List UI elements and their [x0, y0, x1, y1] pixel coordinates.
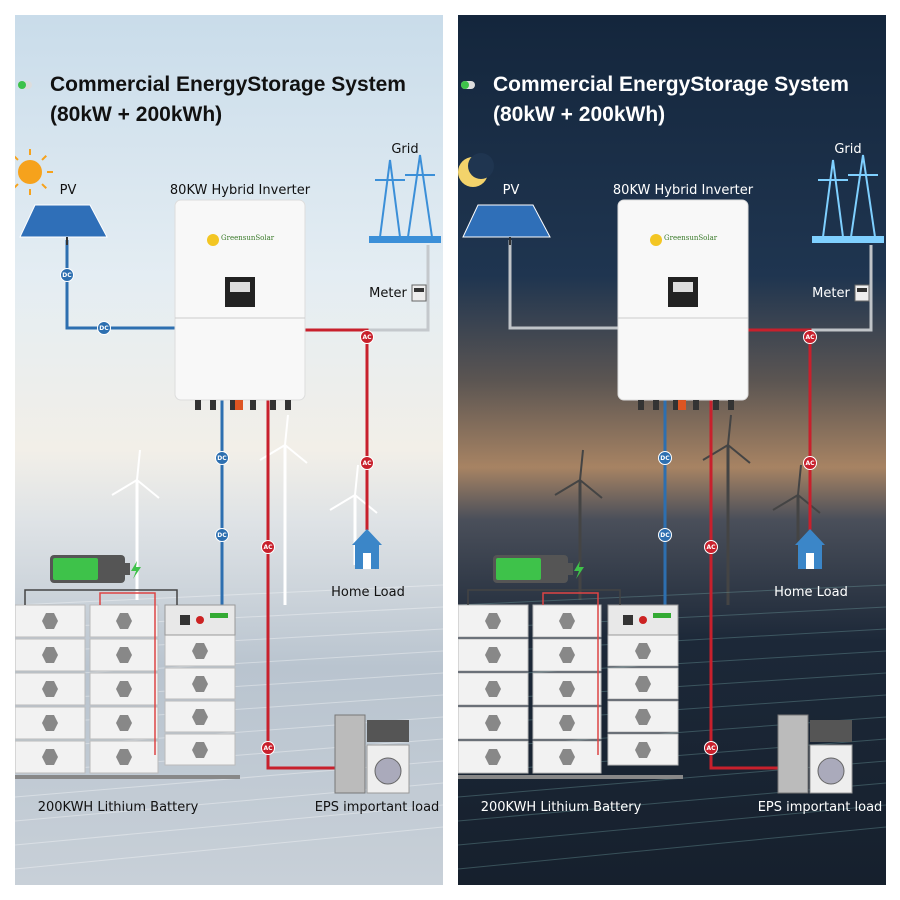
battery-module-icon — [485, 749, 501, 765]
battery-module-icon — [192, 709, 208, 725]
inverter-label: 80KW Hybrid Inverter — [169, 183, 311, 198]
solar-panel-icon — [19, 204, 108, 245]
battery-module-icon — [192, 742, 208, 758]
battery-module-icon — [192, 643, 208, 659]
dc-badge: DC — [658, 451, 672, 465]
home-icon — [352, 529, 382, 569]
battery-module-icon — [116, 681, 132, 697]
sun-icon — [15, 149, 53, 195]
home-ac-line — [748, 328, 812, 530]
dc-badge: DC — [60, 268, 74, 282]
ac-badge: AC — [803, 330, 817, 344]
battery-module-icon — [116, 647, 132, 663]
title-line-2: (80kW + 200kWh) — [50, 103, 223, 126]
grid-label: Grid — [391, 142, 419, 157]
inverter-label: 80KW Hybrid Inverter — [612, 183, 754, 198]
battery-module-icon — [116, 749, 132, 765]
battery-module-icon — [485, 647, 501, 663]
battery-module-icon — [635, 709, 651, 725]
battery-module-icon — [485, 681, 501, 697]
pv-dc-line — [65, 240, 175, 330]
battery-module-icon — [42, 613, 58, 629]
battery-module-icon — [42, 715, 58, 731]
battery-module-icon — [559, 647, 575, 663]
status-indicator-icon — [18, 81, 32, 89]
grid-tower-icon — [369, 154, 441, 243]
night-scene-panel: Commercial EnergyStorage System (80kW + … — [458, 15, 886, 885]
pv-label: PV — [502, 183, 520, 198]
pv-label: PV — [59, 183, 77, 198]
pv-dc-line — [508, 240, 618, 330]
home-load-label: Home Load — [331, 585, 405, 600]
battery-module-icon — [485, 613, 501, 629]
meter-label: Meter — [369, 286, 407, 301]
battery-charge-icon — [493, 555, 584, 583]
home-ac-line — [305, 328, 369, 530]
solar-panel-icon — [462, 204, 551, 245]
title-line-1: Commercial EnergyStorage System — [493, 73, 849, 96]
battery-module-icon — [42, 749, 58, 765]
battery-module-icon — [116, 613, 132, 629]
hybrid-inverter — [617, 199, 749, 410]
home-load-label: Home Load — [774, 585, 848, 600]
battery-rack — [15, 589, 240, 779]
battery-module-icon — [559, 681, 575, 697]
eps-ac-line — [266, 400, 335, 770]
battery-module-icon — [559, 613, 575, 629]
wind-turbine-icon — [111, 449, 160, 600]
wind-turbine-icon — [702, 414, 751, 605]
grid-tower-icon — [812, 154, 884, 243]
title-line-2: (80kW + 200kWh) — [493, 103, 666, 126]
battery-rack — [458, 589, 683, 779]
grid-label: Grid — [834, 142, 862, 157]
title-line-1: Commercial EnergyStorage System — [50, 73, 406, 96]
ac-badge: AC — [704, 540, 718, 554]
meter-icon — [854, 284, 870, 302]
battery-module-icon — [635, 643, 651, 659]
battery-charge-icon — [50, 555, 141, 583]
battery-module-icon — [635, 742, 651, 758]
ac-badge: AC — [360, 330, 374, 344]
brand-logo: GreensunSolar — [664, 234, 718, 242]
battery-label: 200KWH Lithium Battery — [480, 800, 642, 815]
appliances-icon — [777, 714, 853, 794]
battery-module-icon — [485, 715, 501, 731]
status-indicator-icon — [461, 81, 475, 89]
eps-load-label: EPS important load — [757, 800, 883, 815]
appliances-icon — [334, 714, 410, 794]
battery-module-icon — [116, 715, 132, 731]
meter-icon — [411, 284, 427, 302]
grid-line — [305, 245, 430, 332]
home-icon — [795, 529, 825, 569]
ac-badge: AC — [261, 741, 275, 755]
battery-label: 200KWH Lithium Battery — [37, 800, 199, 815]
dc-badge: DC — [215, 528, 229, 542]
wind-turbine-icon — [554, 449, 603, 600]
battery-module-icon — [559, 749, 575, 765]
battery-module-icon — [559, 715, 575, 731]
meter-label: Meter — [812, 286, 850, 301]
battery-module-icon — [42, 647, 58, 663]
system-diagram — [15, 149, 443, 870]
system-diagram — [458, 153, 886, 870]
eps-load-label: EPS important load — [314, 800, 440, 815]
battery-module-icon — [42, 681, 58, 697]
day-scene-panel: Commercial EnergyStorage System (80kW + … — [15, 15, 443, 885]
dc-badge: DC — [97, 321, 111, 335]
hybrid-inverter — [174, 199, 306, 410]
battery-module-icon — [192, 676, 208, 692]
eps-ac-line — [709, 400, 778, 770]
grid-line — [748, 245, 873, 332]
moon-icon — [458, 153, 494, 187]
brand-logo: GreensunSolar — [221, 234, 275, 242]
ac-badge: AC — [261, 540, 275, 554]
wind-turbine-icon — [259, 414, 308, 605]
ac-badge: AC — [704, 741, 718, 755]
dc-badge: DC — [658, 528, 672, 542]
ac-badge: AC — [360, 456, 374, 470]
battery-module-icon — [635, 676, 651, 692]
ac-badge: AC — [803, 456, 817, 470]
dc-badge: DC — [215, 451, 229, 465]
